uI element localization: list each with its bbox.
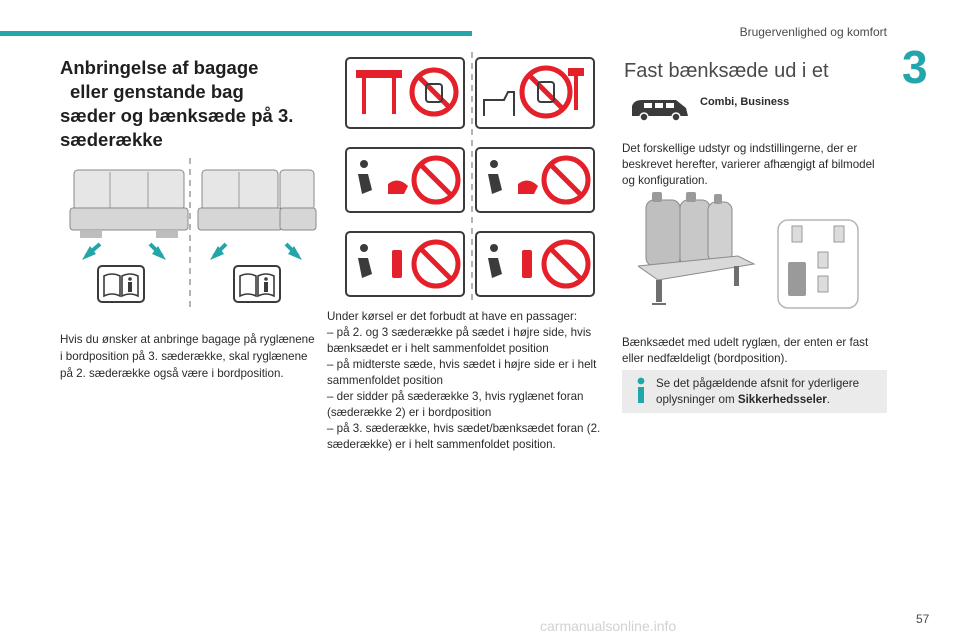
title-line-3: sæder og bænksæde på 3. <box>60 105 294 126</box>
bench-description-text: Bænksædet med udelt ryglæn, der enten er… <box>622 336 869 365</box>
passenger-prohibition-text: Under kørsel er det forbudt at have en p… <box>327 309 609 453</box>
pictogram-passenger-flat-seat-2 <box>475 147 595 213</box>
prohibition-item-4: – på 3. sæderække, hvis sædet/bænksædet … <box>327 422 601 451</box>
info-text-prefix: Se det pågældende afsnit for yderligere … <box>656 377 860 406</box>
header-accent-bar <box>0 31 472 36</box>
title-line-4: sæderække <box>60 129 163 150</box>
equipment-variation-text: Det forskellige udstyr og indstillingern… <box>622 142 875 187</box>
manual-book-icon-2 <box>233 265 281 303</box>
pictogram-passenger-upright-seat <box>345 231 465 297</box>
section-title: Anbringelse af bagage eller genstande ba… <box>60 56 320 152</box>
fixed-bench-illustration <box>638 192 859 309</box>
info-text-suffix: . <box>826 393 831 406</box>
van-top-view-diagram <box>777 219 859 309</box>
pictogram-folded-seat <box>475 57 595 129</box>
luggage-body-text: Hvis du ønsker at anbringe bagage på ryg… <box>60 333 315 380</box>
section-title-fixed-bench: Fast bænksæde ud i et <box>624 60 829 82</box>
title-line-1: Anbringelse af bagage <box>60 57 259 78</box>
vehicle-variant-label: Combi, Business <box>700 96 790 108</box>
chapter-number: 3 <box>902 41 928 93</box>
prohibition-item-2: – på midterste sæde, hvis sædet i højre … <box>327 358 597 387</box>
info-text-link: Sikkerhedsseler <box>737 393 827 406</box>
pictogram-table-seat <box>345 57 465 129</box>
bench-rear-view-left <box>69 169 189 260</box>
prohibition-item-1: – på 2. og 3 sæderække på sædet i højre … <box>327 326 592 355</box>
running-head: Brugervenlighed og komfort <box>739 25 887 39</box>
info-box-seatbelts: Se det pågældende afsnit for yderligere … <box>622 370 887 413</box>
info-text: Se det pågældende afsnit for yderligere … <box>656 376 881 408</box>
prohibition-intro: Under kørsel er det forbudt at have en p… <box>327 310 578 323</box>
info-icon <box>637 377 645 403</box>
prohibition-item-3: – der sidder på sæderække 3, hvis ryglæn… <box>327 390 584 419</box>
section-luggage: Anbringelse af bagage eller genstande ba… <box>60 56 320 152</box>
pictogram-passenger-flat-seat <box>345 147 465 213</box>
prohibition-pictograms <box>345 52 595 302</box>
title-line-2: eller genstande bag <box>70 81 244 102</box>
seat-luggage-illustration <box>62 158 318 310</box>
van-icon <box>632 100 688 122</box>
bench-rear-view-right <box>197 169 317 260</box>
watermark: carmanualsonline.info <box>540 618 677 634</box>
pictogram-passenger-upright-seat-2 <box>475 231 595 297</box>
page-number: 57 <box>916 612 930 626</box>
bench-seat-photo <box>638 192 756 305</box>
manual-book-icon <box>97 265 145 303</box>
